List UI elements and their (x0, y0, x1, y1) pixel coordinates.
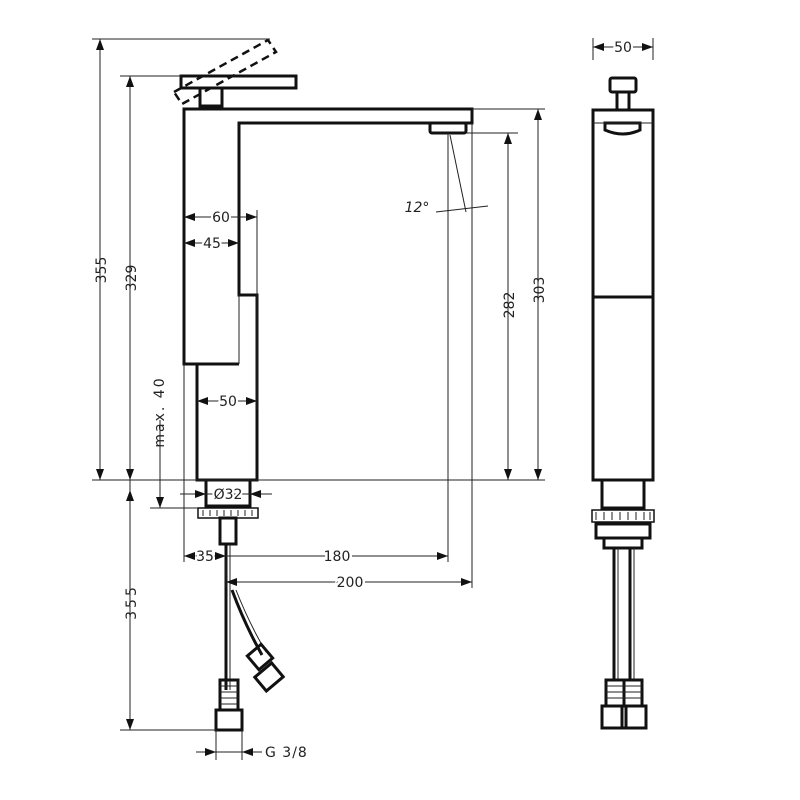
dim-label-45: 45 (203, 236, 221, 252)
side-body (591, 108, 655, 482)
dim-label-35: 35 (196, 549, 214, 565)
fitting-thread-lines (220, 685, 238, 705)
side-lever-stem (615, 90, 631, 112)
dim-label-200: 200 (337, 575, 364, 591)
side-aerator (603, 121, 642, 136)
mount-thread (202, 510, 253, 516)
dim-label-60: 60 (212, 210, 230, 226)
fitting-angled-hex (252, 660, 286, 694)
side-fitting-left (604, 678, 626, 708)
side-mount-shank (600, 478, 646, 510)
aerator (428, 121, 468, 135)
angle-line (449, 134, 467, 213)
side-mount-plate (594, 522, 652, 540)
fitting-straight-body (218, 678, 240, 712)
lever-joint (198, 86, 224, 108)
dim-label-355-total: 355 (94, 257, 110, 284)
lever-alt-position (172, 38, 278, 106)
side-fitting-right (622, 678, 644, 708)
side-lever-cap (608, 76, 638, 94)
dim-label-355-hose: 355 (124, 584, 140, 620)
dim-label-50-side: 50 (614, 40, 632, 56)
side-view: 50 (591, 38, 655, 730)
angle-arc (435, 205, 489, 213)
lever-handle (179, 74, 298, 90)
dim-label-max-40: max. 40 (152, 376, 168, 447)
dim-label-180: 180 (324, 549, 351, 565)
mount-stud (218, 516, 238, 546)
faucet-body-outline (182, 107, 474, 482)
dim-label-50-lower: 50 (219, 394, 237, 410)
dim-label-282: 282 (502, 292, 518, 319)
hose-angled (230, 589, 264, 656)
dim-label-diameter-32: Ø32 (214, 487, 243, 503)
fitting-angled-body (245, 642, 275, 672)
dim-label-329: 329 (124, 265, 140, 292)
fitting-straight-hex (214, 708, 244, 732)
side-mount-nut (591, 509, 655, 523)
dim-label-angle-12: 12° (405, 200, 430, 216)
dim-label-303: 303 (532, 277, 548, 304)
front-view: 355 329 303 282 60 45 50 max. 40 Ø32 12°… (92, 38, 548, 761)
dim-label-g-3-8: G 3/8 (265, 745, 308, 761)
